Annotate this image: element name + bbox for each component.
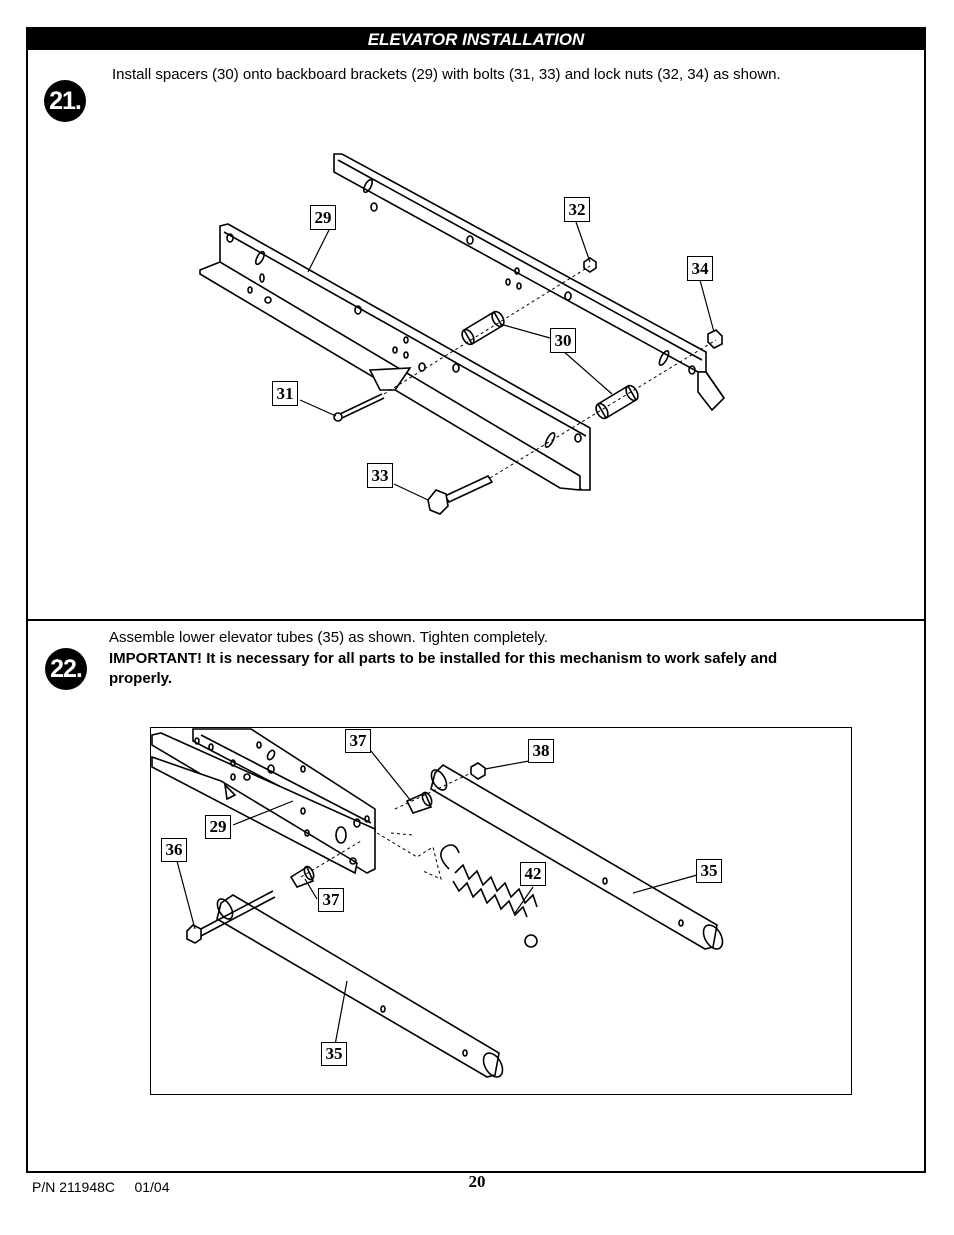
bolt-33 bbox=[427, 474, 494, 515]
callout-35-lower: 35 bbox=[321, 1042, 347, 1066]
callout-30: 30 bbox=[550, 328, 576, 353]
callout-31: 31 bbox=[272, 381, 298, 406]
callout-29: 29 bbox=[205, 815, 231, 839]
step-divider bbox=[28, 619, 924, 621]
step-22-important-line2: properly. bbox=[109, 670, 173, 687]
spacer-37 bbox=[289, 791, 433, 888]
callout-35-upper: 35 bbox=[696, 859, 722, 883]
callout-37-lower: 37 bbox=[318, 888, 344, 912]
callout-38: 38 bbox=[528, 739, 554, 763]
step-22-important-line1: IMPORTANT! It is necessary for all parts… bbox=[109, 650, 778, 667]
step-22-instruction: Assemble lower elevator tubes (35) as sh… bbox=[109, 629, 549, 646]
backboard-bracket-rear bbox=[333, 153, 726, 412]
callout-34: 34 bbox=[687, 256, 713, 281]
bolt-36 bbox=[186, 890, 276, 944]
nut-32 bbox=[583, 257, 597, 273]
nut-34 bbox=[707, 329, 723, 349]
callout-33: 33 bbox=[367, 463, 393, 488]
assembly-lines bbox=[383, 265, 717, 479]
leader-lines bbox=[176, 750, 698, 1046]
assembly-lines bbox=[300, 772, 472, 880]
backboard-bracket-front bbox=[199, 223, 591, 491]
callout-42: 42 bbox=[520, 862, 546, 886]
step-21-figure bbox=[199, 153, 726, 515]
part-number: P/N 211948C 01/04 bbox=[32, 1179, 170, 1195]
bolt-31 bbox=[333, 393, 385, 422]
step-22-badge: 22. bbox=[45, 648, 87, 690]
callout-32: 32 bbox=[564, 197, 590, 222]
step-22-figure bbox=[151, 728, 724, 1078]
spring-42 bbox=[440, 844, 538, 948]
page-frame: ELEVATOR INSTALLATION bbox=[26, 27, 926, 1173]
step-21-badge: 21. bbox=[44, 80, 86, 122]
elevator-tube-lower bbox=[216, 894, 504, 1078]
step-22-figure-box bbox=[150, 727, 852, 1095]
nut-38 bbox=[470, 762, 486, 780]
callout-36: 36 bbox=[161, 838, 187, 862]
spacer-30 bbox=[461, 310, 639, 420]
callout-37-upper: 37 bbox=[345, 729, 371, 753]
elevator-tube-upper bbox=[430, 763, 724, 950]
page-number: 20 bbox=[468, 1172, 486, 1191]
section-header: ELEVATOR INSTALLATION bbox=[28, 29, 924, 50]
callout-29: 29 bbox=[310, 205, 336, 230]
backboard-bracket-29 bbox=[151, 728, 376, 875]
step-21-instruction: Install spacers (30) onto backboard brac… bbox=[112, 66, 781, 83]
